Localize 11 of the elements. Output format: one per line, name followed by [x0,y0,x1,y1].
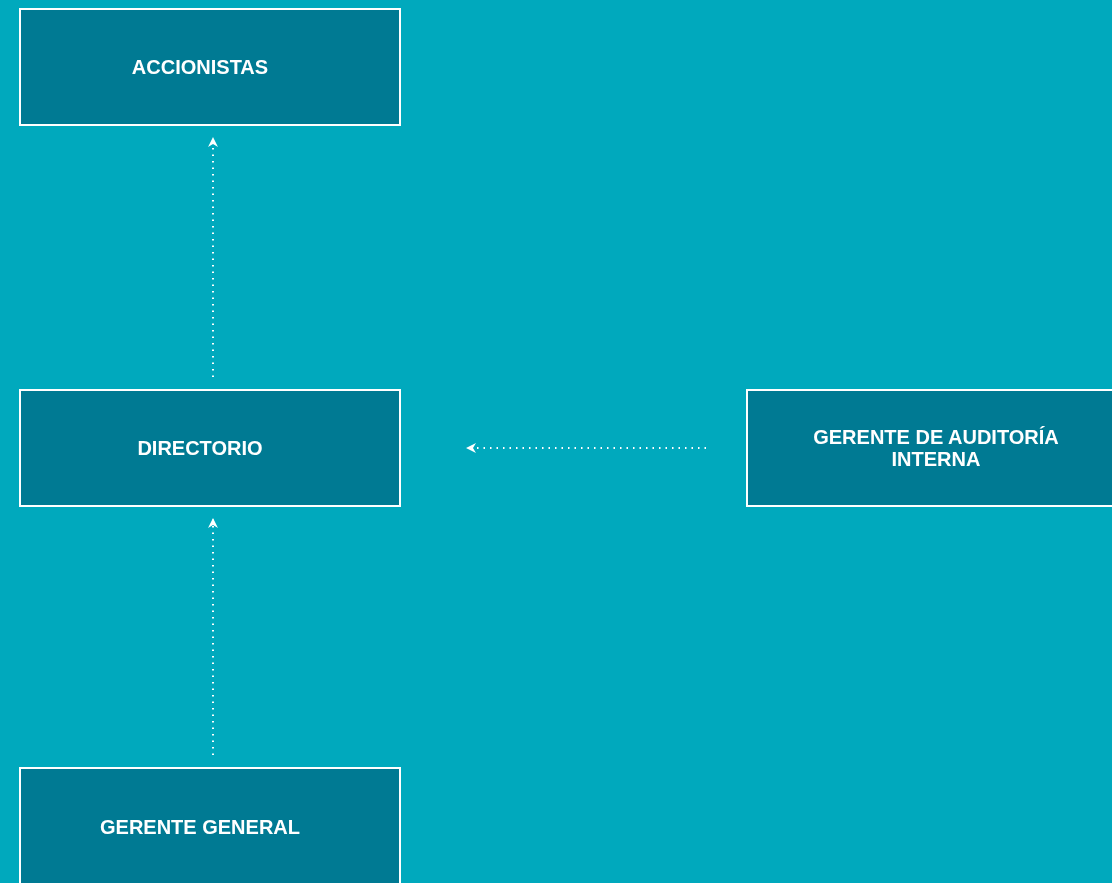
org-box [19,389,401,507]
org-box [19,8,401,126]
org-box [746,389,1112,507]
box-label: GERENTE DE AUDITORÍA INTERNA [812,426,1060,470]
org-box [19,767,401,883]
box-label: DIRECTORIO [137,437,263,459]
dotted-arrow [208,518,218,756]
dotted-arrow [466,443,707,453]
box-label: GERENTE GENERAL [100,816,300,838]
box-label: ACCIONISTAS [131,56,269,78]
dotted-arrow [208,137,218,378]
